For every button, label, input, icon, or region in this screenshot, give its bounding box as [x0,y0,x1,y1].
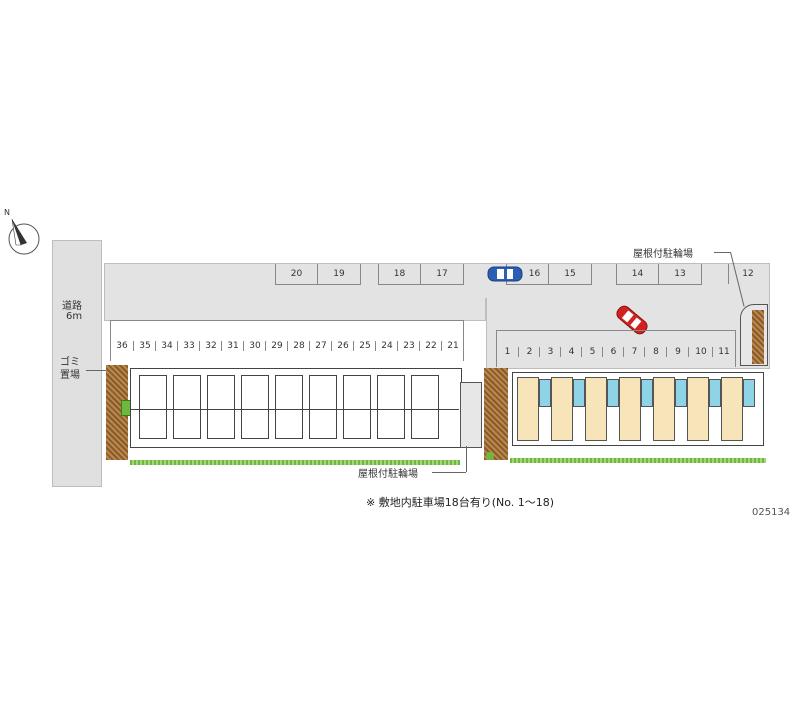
road [52,240,102,487]
top-slot-group-a: 20 19 [275,264,361,285]
hedge-center [484,368,508,460]
left-bike-shelter [460,382,482,448]
slot-12: 12 [742,269,754,279]
unit [343,375,371,439]
unit [619,377,641,441]
slot-21: 21 [441,341,464,351]
stair [607,379,619,407]
bike-leader-line-top [714,252,730,253]
slot-20: 20 [290,269,303,279]
slot-24: 24 [375,341,398,351]
unit [241,375,269,439]
road-width: 6m [66,311,83,322]
stair [709,379,721,407]
slot-25: 25 [353,341,376,351]
bike-leader-line-bottom [432,472,466,473]
unit [585,377,607,441]
slot-13: 13 [658,264,701,284]
slot-30: 30 [243,341,266,351]
slot-28: 28 [287,341,310,351]
slot-10: 10 [688,347,713,357]
road-label: 道路 [62,301,82,312]
unit [653,377,675,441]
parking-note: ※ 敷地内駐車場18台有り(No. 1～18) [366,496,555,509]
slot-17: 17 [420,264,463,284]
left-building [130,368,462,448]
unit [173,375,201,439]
slot-6: 6 [602,347,624,357]
slot-19: 19 [317,264,360,284]
grass-right [510,458,766,463]
building-corridor [131,409,459,410]
unit [551,377,573,441]
compass-icon: N [2,205,46,259]
parking-lot-left [104,298,486,321]
slot-31: 31 [221,341,244,351]
slot-33: 33 [177,341,200,351]
slot-36: 36 [116,341,128,351]
blue-car-icon [487,266,523,286]
garbage-leader-line [86,370,106,371]
unit [139,375,167,439]
slot-1: 1 [504,347,511,357]
slot-11: 11 [712,347,735,357]
stair [641,379,653,407]
slot-27: 27 [309,341,332,351]
slot-3: 3 [539,347,561,357]
stair [573,379,585,407]
slot-4: 4 [560,347,582,357]
slot-7: 7 [623,347,645,357]
top-slot-group-b: 18 17 [378,264,464,285]
slot-29: 29 [265,341,288,351]
unit [275,375,303,439]
slot-22: 22 [419,341,442,351]
hedge-left [106,365,128,460]
green-bush-icon-2 [486,452,494,460]
left-slot-row: 36 35 34 33 32 31 30 29 28 27 26 25 24 2… [110,320,464,361]
slot-14: 14 [631,269,644,279]
unit [517,377,539,441]
slot-26: 26 [331,341,354,351]
top-slot-group-e: 12 [728,264,767,284]
slot-16: 16 [528,269,541,279]
unit [687,377,709,441]
bike-parking-label-bottom: 屋根付駐輪場 [358,469,418,480]
bike-shelter-top-rack [752,310,764,364]
unit [309,375,337,439]
top-slot-group-d: 14 13 [616,264,702,285]
right-building [512,372,764,446]
slot-23: 23 [397,341,420,351]
garbage-label: ゴミ [60,357,80,368]
stair [539,379,551,407]
slot-5: 5 [581,347,603,357]
property-code: 025134 [752,507,791,518]
stair [675,379,687,407]
slot-34: 34 [155,341,178,351]
unit [207,375,235,439]
slot-9: 9 [666,347,689,357]
slot-15: 15 [548,264,591,284]
bike-parking-label-top: 屋根付駐輪場 [633,249,693,260]
unit [411,375,439,439]
slot-18: 18 [393,269,406,279]
unit [721,377,743,441]
grass-left [130,460,460,465]
svg-text:N: N [4,208,10,217]
slot-2: 2 [518,347,540,357]
unit [377,375,405,439]
stair [743,379,755,407]
garbage-label-2: 置場 [60,370,80,381]
right-slot-row: 1 2 3 4 5 6 7 8 9 10 11 [496,330,736,367]
slot-35: 35 [133,341,156,351]
slot-32: 32 [199,341,222,351]
bike-leader-line-bottom-v [466,446,467,472]
slot-8: 8 [644,347,667,357]
